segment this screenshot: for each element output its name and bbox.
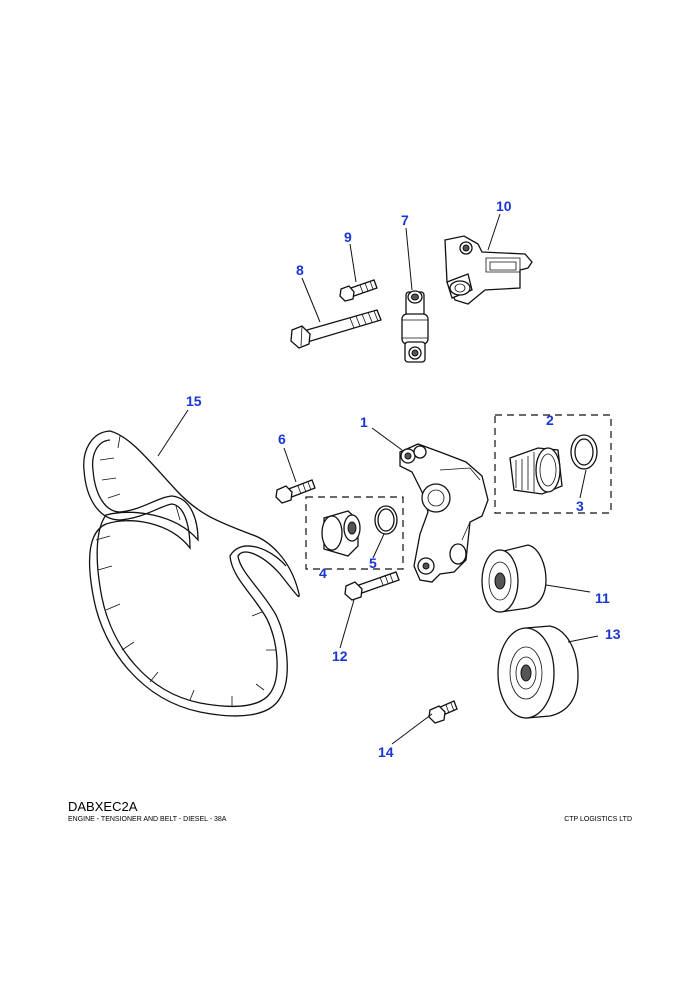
leader-12 [339,599,355,649]
callout-15: 15 [186,393,202,409]
leader-14 [391,713,433,745]
leader-7 [405,227,413,291]
leader-8 [301,277,321,323]
part-14-bolt[interactable] [428,700,458,724]
callout-10: 10 [496,198,512,214]
part-15-drive-belt[interactable] [83,430,300,717]
part-11-idler-pulley[interactable] [481,544,547,613]
callout-5: 5 [369,555,377,571]
diagram-code: DABXEC2A [68,799,138,814]
part-4-pulley[interactable] [321,510,361,557]
part-5-seal[interactable] [374,505,398,535]
part-1-tensioner-arm[interactable] [399,443,489,583]
part-7-tensioner-damper[interactable] [401,290,429,363]
part-13-large-pulley[interactable] [497,625,579,719]
part-12-bolt[interactable] [344,571,400,601]
part-2-idler-pulley[interactable] [509,447,563,495]
callout-7: 7 [401,212,409,228]
leader-10 [487,213,501,251]
leader-13 [567,635,599,643]
callout-1: 1 [360,414,368,430]
callout-4: 4 [319,565,327,581]
part-9-short-bolt[interactable] [339,279,378,302]
part-6-bolt[interactable] [275,479,316,504]
supplier-name: CTP LOGISTICS LTD [564,816,632,823]
callout-2: 2 [546,412,554,428]
callout-3: 3 [576,498,584,514]
callout-6: 6 [278,431,286,447]
group-4-5-outline [305,496,404,570]
part-8-long-bolt[interactable] [290,309,382,349]
callout-12: 12 [332,648,348,664]
leader-6 [283,447,297,483]
callout-14: 14 [378,744,394,760]
leader-11 [545,584,591,593]
callout-8: 8 [296,262,304,278]
leader-15 [157,409,189,457]
callout-9: 9 [344,229,352,245]
group-2-3-outline [494,414,612,514]
callout-11: 11 [595,590,610,606]
callout-13: 13 [605,626,621,642]
leader-5 [372,533,385,559]
diagram-description: ENGINE - TENSIONER AND BELT - DIESEL - 3… [68,816,227,823]
leader-9 [349,243,357,283]
leader-3 [579,469,587,499]
leader-1 [371,427,403,451]
part-3-seal[interactable] [570,434,598,470]
part-10-bracket[interactable] [444,235,533,305]
